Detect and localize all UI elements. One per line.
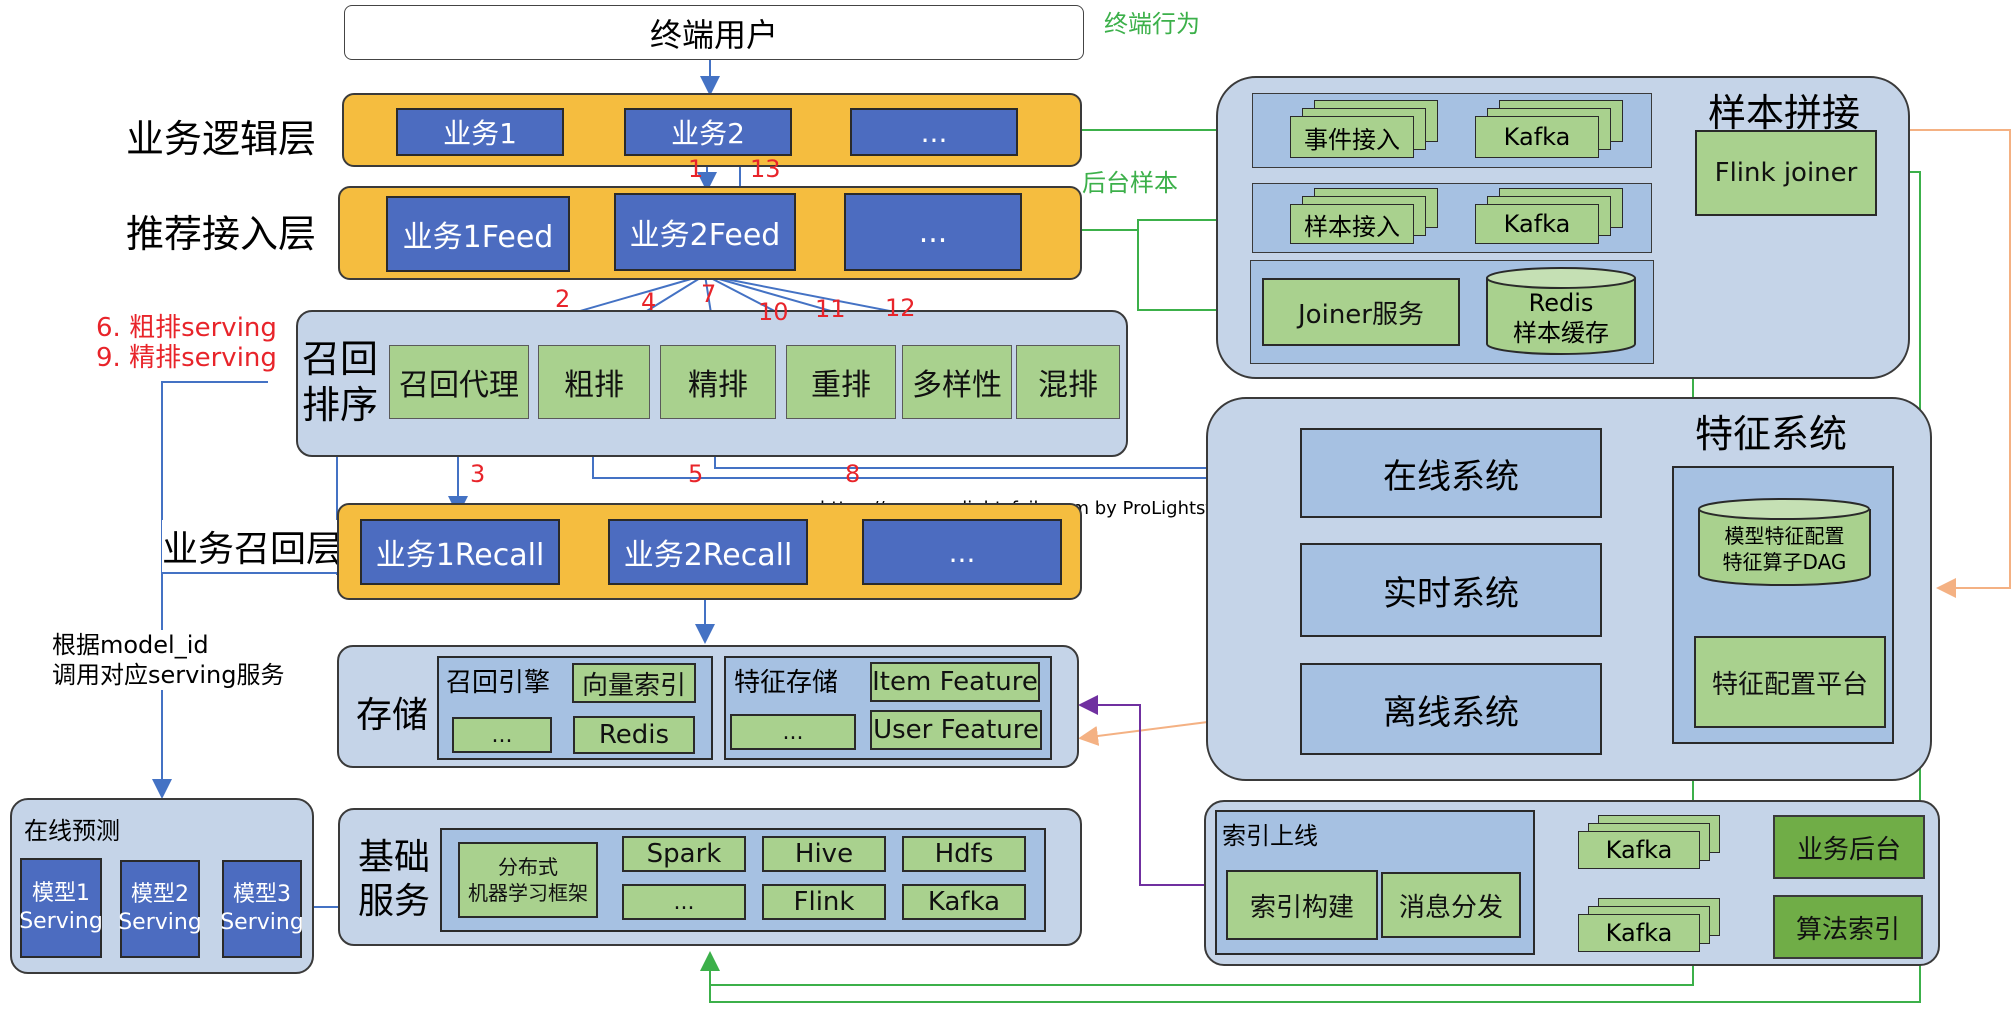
event-kafka-stack[interactable]: Kafka	[1475, 100, 1625, 162]
model-feature-config-cylinder[interactable]: 模型特征配置 特征算子DAG	[1697, 497, 1872, 587]
redis-store-box[interactable]: Redis	[573, 716, 695, 754]
serving-note-fine: 9. 精排serving	[96, 343, 277, 373]
model1-serving-box[interactable]: 模型1 Serving	[19, 858, 103, 958]
model-id-note: 根据model_id 调用对应serving服务	[52, 630, 285, 690]
step-8: 8	[845, 460, 861, 488]
flink-box[interactable]: Flink	[762, 884, 886, 920]
redis-cylinder-icon	[1486, 267, 1636, 355]
step-5: 5	[688, 460, 704, 488]
recall-engine-more-box[interactable]: ...	[452, 717, 552, 753]
index-kafka-label-2: Kafka	[1578, 914, 1700, 952]
realtime-system-box[interactable]: 实时系统	[1300, 543, 1602, 637]
online-predict-title: 在线预测	[24, 817, 120, 845]
business-logic-layer-title: 业务逻辑层	[126, 117, 317, 161]
biz1-recall-box[interactable]: 业务1Recall	[360, 519, 560, 585]
sample-access-stack[interactable]: 样本接入	[1290, 188, 1440, 250]
feature-store-more-box[interactable]: ...	[730, 714, 856, 750]
step-10: 10	[758, 298, 789, 326]
feed-more-box[interactable]: ...	[844, 193, 1022, 271]
business-recall-layer-title: 业务召回层	[162, 520, 343, 572]
model3-serving-box[interactable]: 模型3 Serving	[220, 860, 304, 958]
feature-config-platform-box[interactable]: 特征配置平台	[1694, 636, 1886, 728]
feature-store-title: 特征存储	[734, 668, 839, 698]
rerank-box[interactable]: 重排	[786, 345, 896, 419]
step-12: 12	[885, 294, 916, 322]
rec-access-layer-title: 推荐接入层	[126, 212, 317, 256]
biz-more-box[interactable]: ...	[850, 108, 1018, 156]
sample-kafka-stack[interactable]: Kafka	[1475, 188, 1625, 250]
serving-note-coarse: 6. 粗排serving	[96, 313, 277, 343]
index-kafka-label-1: Kafka	[1578, 831, 1700, 869]
storage-title: 存储	[356, 695, 429, 736]
arrow-feed-to-joiner	[1137, 230, 1254, 320]
end-user-box: 终端用户	[344, 5, 1084, 60]
diversity-box[interactable]: 多样性	[902, 345, 1012, 419]
joiner-service-box[interactable]: Joiner服务	[1262, 278, 1460, 346]
event-kafka-label: Kafka	[1475, 116, 1599, 158]
mix-rank-box[interactable]: 混排	[1016, 345, 1120, 419]
arrow-serving-call	[152, 381, 268, 799]
index-kafka-stack-2[interactable]: Kafka	[1578, 898, 1723, 958]
recall-engine-title: 召回引擎	[446, 668, 551, 698]
config-cylinder-icon	[1698, 498, 1871, 587]
sample-join-title: 样本拼接	[1708, 91, 1861, 135]
hive-box[interactable]: Hive	[762, 836, 886, 872]
spark-box[interactable]: Spark	[622, 836, 746, 872]
biz2-recall-box[interactable]: 业务2Recall	[608, 519, 808, 585]
step-11: 11	[815, 295, 846, 323]
backend-sample-note: 后台样本	[1082, 169, 1178, 197]
distributed-ml-box[interactable]: 分布式 机器学习框架	[458, 842, 598, 918]
user-feature-box[interactable]: User Feature	[870, 710, 1042, 750]
step-7: 7	[701, 280, 717, 308]
step-3: 3	[470, 460, 486, 488]
index-kafka-stack-1[interactable]: Kafka	[1578, 815, 1723, 875]
coarse-rank-box[interactable]: 粗排	[538, 345, 650, 419]
redis-sample-cache-cylinder[interactable]: Redis 样本缓存	[1485, 266, 1637, 356]
feature-system-title: 特征系统	[1695, 412, 1848, 456]
model-feature-config-label: 模型特征配置 特征算子DAG	[1722, 524, 1847, 574]
kafka-infra-box[interactable]: Kafka	[902, 884, 1026, 920]
infra-title: 基础 服务	[358, 837, 431, 922]
biz-2-box[interactable]: 业务2	[624, 108, 792, 156]
fine-rank-box[interactable]: 精排	[660, 345, 776, 419]
recall-proxy-box[interactable]: 召回代理	[389, 345, 529, 419]
sample-access-label: 样本接入	[1290, 204, 1414, 244]
step-4: 4	[641, 288, 657, 316]
biz-1-box[interactable]: 业务1	[396, 108, 564, 156]
event-access-label: 事件接入	[1290, 116, 1414, 158]
infra-more-box[interactable]: ...	[622, 884, 746, 920]
model2-serving-box[interactable]: 模型2 Serving	[118, 860, 202, 958]
online-system-box[interactable]: 在线系统	[1300, 428, 1602, 518]
hdfs-box[interactable]: Hdfs	[902, 836, 1026, 872]
redis-sample-cache-label: Redis 样本缓存	[1513, 289, 1609, 347]
flink-joiner-box[interactable]: Flink joiner	[1695, 130, 1877, 216]
offline-system-box[interactable]: 离线系统	[1300, 663, 1602, 755]
step-2: 2	[555, 285, 571, 313]
recall-more-box[interactable]: ...	[862, 519, 1062, 585]
step-13: 13	[750, 155, 781, 183]
step-1: 1	[688, 155, 704, 183]
biz1-feed-box[interactable]: 业务1Feed	[386, 196, 570, 272]
event-behavior-note: 终端行为	[1104, 10, 1200, 38]
arrow-index-to-storage	[1078, 695, 1215, 886]
event-access-stack[interactable]: 事件接入	[1290, 100, 1440, 162]
message-dispatch-box[interactable]: 消息分发	[1381, 872, 1521, 938]
item-feature-box[interactable]: Item Feature	[870, 662, 1040, 702]
algo-index-box[interactable]: 算法索引	[1773, 895, 1923, 959]
recall-rank-title: 召回 排序	[302, 337, 379, 427]
index-online-title: 索引上线	[1222, 822, 1318, 850]
vector-index-box[interactable]: 向量索引	[572, 663, 696, 703]
biz-backend-box[interactable]: 业务后台	[1773, 815, 1925, 879]
biz2-feed-box[interactable]: 业务2Feed	[614, 193, 796, 271]
index-build-box[interactable]: 索引构建	[1226, 870, 1378, 940]
sample-kafka-label: Kafka	[1475, 204, 1599, 244]
arrow-flink-to-infra	[700, 951, 1921, 1003]
